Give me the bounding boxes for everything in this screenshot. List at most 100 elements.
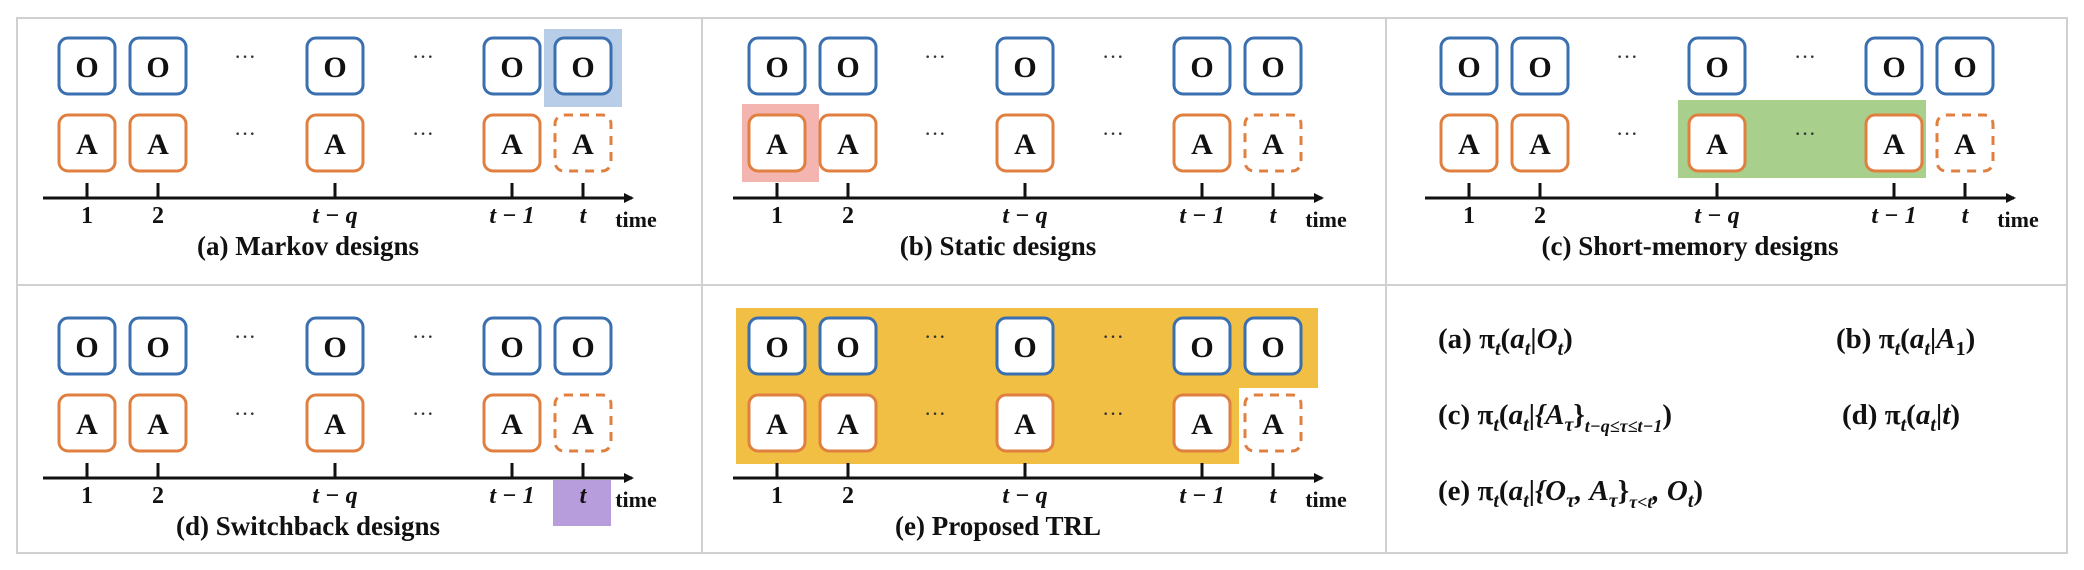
current-action-box: [1935, 113, 1995, 173]
ellipsis: ···: [924, 121, 946, 146]
tick-label: t − q: [312, 203, 357, 229]
action-letter: A: [1262, 128, 1284, 161]
observation-letter: O: [1190, 51, 1213, 84]
panel-caption: (d) Switchback designs: [176, 511, 440, 541]
action-letter: A: [147, 408, 169, 441]
ellipsis: ···: [924, 44, 946, 69]
action-box: [1510, 113, 1570, 173]
action-box: [57, 393, 117, 453]
observation-box: [747, 316, 807, 376]
observation-box: [1687, 36, 1747, 96]
tick-label: 2: [152, 203, 164, 229]
action-box: [1439, 113, 1499, 173]
observation-box: [1243, 316, 1303, 376]
action-letter: A: [572, 408, 594, 441]
observation-letter: O: [1953, 51, 1976, 84]
current-action-box: [553, 393, 613, 453]
observation-box: [128, 316, 188, 376]
tick-label: t: [580, 203, 588, 229]
observation-letter: O: [146, 51, 169, 84]
panel-caption: (e) Proposed TRL: [895, 511, 1101, 541]
observation-letter: O: [146, 331, 169, 364]
observation-letter: O: [571, 331, 594, 364]
observation-letter: O: [75, 51, 98, 84]
observation-box: [305, 316, 365, 376]
observation-box: [1864, 36, 1924, 96]
ellipsis: ···: [1102, 121, 1124, 146]
ellipsis: ···: [234, 401, 256, 426]
observation-letter: O: [1013, 331, 1036, 364]
observation-box: [818, 316, 878, 376]
panel-grid: [16, 17, 2068, 554]
time-axis-label: time: [1305, 207, 1347, 232]
observation-letter: O: [75, 331, 98, 364]
action-letter: A: [501, 408, 523, 441]
tick-label: t − 1: [1179, 483, 1224, 509]
observation-box: [1510, 36, 1570, 96]
action-box: [1864, 113, 1924, 173]
panels-layer: O A O A O A O A O A ··· ··· ··· ··· 1 2 t − q t − 1 t time (…: [43, 29, 2039, 541]
action-box: [305, 113, 365, 173]
ellipsis: ···: [1616, 121, 1638, 146]
observation-letter: O: [500, 51, 523, 84]
ellipsis: ···: [1616, 44, 1638, 69]
action-box: [57, 113, 117, 173]
action-box: [747, 113, 807, 173]
tick-label: t: [1270, 203, 1278, 229]
action-letter: A: [572, 128, 594, 161]
tick-label: 1: [771, 203, 783, 229]
formula-e: (e) πt(at|{Oτ, Aτ}τ<t, Ot): [1438, 475, 1703, 512]
tick-label: t − 1: [489, 483, 534, 509]
observation-box: [57, 36, 117, 96]
action-letter: A: [837, 408, 859, 441]
action-letter: A: [1458, 128, 1480, 161]
observation-box: [305, 36, 365, 96]
observation-letter: O: [836, 331, 859, 364]
observation-letter: O: [1013, 51, 1036, 84]
ellipsis: ···: [234, 324, 256, 349]
observation-box: [553, 316, 613, 376]
formula-d: (d) πt(at|t): [1842, 399, 1960, 436]
observation-letter: O: [1705, 51, 1728, 84]
action-letter: A: [324, 408, 346, 441]
tick-label: t: [1962, 203, 1970, 229]
observation-box: [818, 36, 878, 96]
action-letter: A: [837, 128, 859, 161]
observation-letter: O: [1261, 51, 1284, 84]
observation-box: [747, 36, 807, 96]
observation-letter: O: [1261, 331, 1284, 364]
tick-label: t − 1: [1179, 203, 1224, 229]
formula-c: (c) πt(at|{Aτ}t−q≤τ≤t−1): [1438, 399, 1672, 436]
observation-box: [482, 36, 542, 96]
observation-letter: O: [1190, 331, 1213, 364]
observation-box: [1243, 36, 1303, 96]
observation-box: [482, 316, 542, 376]
observation-box: [1172, 316, 1232, 376]
observation-box: [1172, 36, 1232, 96]
ellipsis: ···: [1794, 44, 1816, 69]
tick-label: 1: [81, 203, 93, 229]
ellipsis: ···: [924, 401, 946, 426]
action-letter: A: [1883, 128, 1905, 161]
formula-a: (a) πt(at|Ot): [1438, 323, 1573, 360]
observation-letter: O: [765, 331, 788, 364]
ellipsis: ···: [234, 121, 256, 146]
current-action-box: [1243, 113, 1303, 173]
action-letter: A: [1014, 128, 1036, 161]
action-box: [482, 393, 542, 453]
ellipsis: ···: [412, 324, 434, 349]
tick-label: 1: [1463, 203, 1475, 229]
action-box: [995, 393, 1055, 453]
observation-letter: O: [571, 51, 594, 84]
tick-label: 1: [81, 483, 93, 509]
action-letter: A: [1706, 128, 1728, 161]
observation-box: [1439, 36, 1499, 96]
observation-letter: O: [323, 51, 346, 84]
action-letter: A: [76, 128, 98, 161]
observation-letter: O: [1528, 51, 1551, 84]
formula-panel: (a) πt(at|Ot) (b) πt(at|A1) (c) πt(at|{A…: [1438, 323, 1975, 512]
